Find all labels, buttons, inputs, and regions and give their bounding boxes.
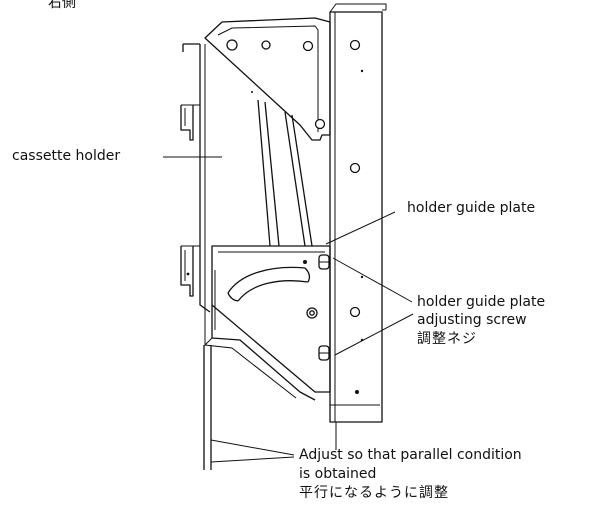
parallel-rods	[203, 345, 212, 470]
label-adjust-jp: 平行になるように調整	[299, 485, 449, 501]
label-adjusting-screw-line2: adjusting screw	[417, 312, 527, 328]
label-holder-guide-plate: holder guide plate	[407, 200, 536, 216]
label-adjusting-screw-jp: 調整ネジ	[417, 331, 477, 347]
label-cassette-holder: cassette holder	[12, 148, 121, 164]
adjusting-screw-lower	[318, 345, 330, 361]
holder-guide-plate	[204, 245, 331, 401]
label-adjust-line2: is obtained	[299, 466, 377, 482]
cassette-holder-body	[180, 43, 253, 320]
frame-hole	[349, 306, 361, 318]
adjusting-screw-upper	[318, 254, 330, 270]
link-rods	[257, 99, 313, 247]
label-adjusting-screw-line1: holder guide plate	[417, 294, 546, 310]
frame-hole	[349, 39, 361, 51]
side-frame-plate	[329, 3, 387, 450]
upper-bracket	[204, 17, 331, 141]
leader-lines	[163, 156, 414, 463]
corner-text: 右側	[48, 0, 76, 11]
label-adjust-line1: Adjust so that parallel condition	[299, 447, 522, 463]
frame-hole	[349, 162, 361, 174]
